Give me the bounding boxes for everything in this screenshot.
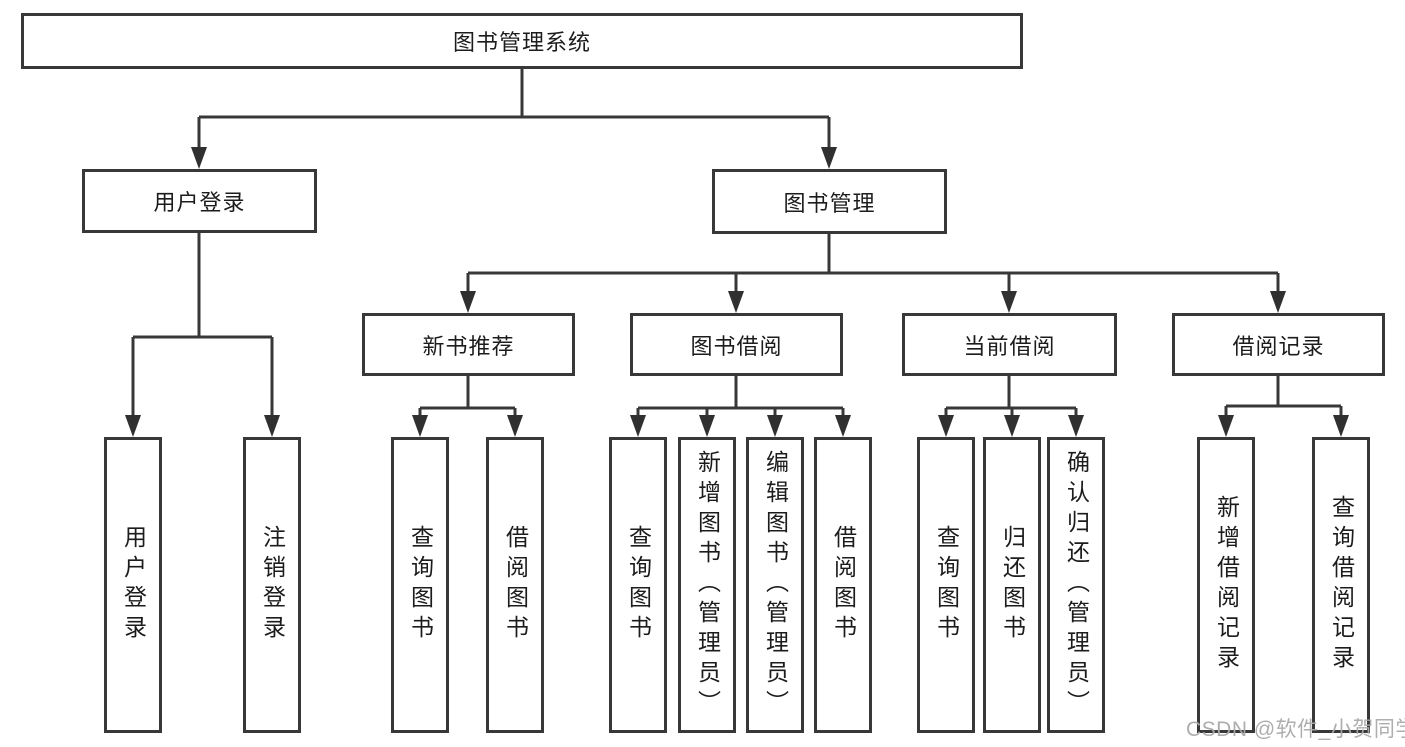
- leaf-query-books-borrow-label: 查询图书: [625, 525, 652, 645]
- leaf-query-borrow-record: 查询借阅记录: [1312, 437, 1370, 733]
- node-root-label: 图书管理系统: [452, 30, 591, 55]
- node-user-login: 用户登录: [82, 169, 317, 233]
- leaf-query-books-current-label: 查询图书: [933, 525, 960, 645]
- node-current-borrow: 当前借阅: [902, 313, 1117, 376]
- connector-book-borrow: [636, 376, 845, 417]
- node-book-borrow-label: 图书借阅: [690, 333, 783, 359]
- leaf-logout-label: 注销登录: [259, 525, 286, 645]
- node-current-borrow-label: 当前借阅: [963, 333, 1056, 359]
- node-book-management: 图书管理: [712, 169, 947, 234]
- leaf-confirm-return-admin-label: 确认归还（管理员）: [1063, 450, 1090, 720]
- leaf-add-book-admin: 新增图书（管理员）: [678, 437, 736, 733]
- leaf-logout: 注销登录: [243, 437, 301, 733]
- leaf-add-borrow-record: 新增借阅记录: [1197, 437, 1255, 733]
- node-book-management-label: 图书管理: [783, 190, 876, 216]
- leaf-user-login-label: 用户登录: [120, 525, 147, 645]
- leaf-borrow-books-recommend-label: 借阅图书: [502, 525, 529, 645]
- connector-book-management: [466, 234, 1280, 293]
- leaf-query-books-recommend: 查询图书: [391, 437, 449, 733]
- leaf-add-borrow-record-label: 新增借阅记录: [1213, 495, 1240, 675]
- leaf-return-book: 归还图书: [983, 437, 1041, 733]
- leaf-borrow-books-label: 借阅图书: [830, 525, 857, 645]
- node-book-borrow: 图书借阅: [630, 313, 843, 376]
- node-new-book-recommend-label: 新书推荐: [422, 333, 515, 359]
- node-root: 图书管理系统: [21, 13, 1023, 69]
- leaf-query-books-recommend-label: 查询图书: [407, 525, 434, 645]
- arrowheads: [125, 147, 1349, 437]
- leaf-edit-book-admin-label: 编辑图书（管理员）: [762, 450, 789, 720]
- connector-borrow-record: [1224, 376, 1343, 417]
- leaf-confirm-return-admin: 确认归还（管理员）: [1047, 437, 1105, 733]
- csdn-watermark: CSDN @软件_小贺同学: [1186, 718, 1405, 741]
- leaf-query-borrow-record-label: 查询借阅记录: [1328, 495, 1355, 675]
- leaf-borrow-books: 借阅图书: [814, 437, 872, 733]
- leaf-user-login: 用户登录: [104, 437, 162, 733]
- node-borrow-record: 借阅记录: [1172, 313, 1385, 376]
- leaf-add-book-admin-label: 新增图书（管理员）: [694, 450, 721, 720]
- connector-new-book-recommend: [418, 376, 517, 417]
- connector-root: [197, 69, 831, 149]
- node-user-login-label: 用户登录: [153, 190, 246, 215]
- node-new-book-recommend: 新书推荐: [362, 313, 575, 376]
- leaf-query-books-current: 查询图书: [917, 437, 975, 733]
- leaf-edit-book-admin: 编辑图书（管理员）: [746, 437, 804, 733]
- node-borrow-record-label: 借阅记录: [1232, 333, 1325, 359]
- connector-user-login: [131, 233, 274, 417]
- connector-current-borrow: [944, 376, 1078, 417]
- leaf-borrow-books-recommend: 借阅图书: [486, 437, 544, 733]
- leaf-query-books-borrow: 查询图书: [609, 437, 667, 733]
- leaf-return-book-label: 归还图书: [999, 525, 1026, 645]
